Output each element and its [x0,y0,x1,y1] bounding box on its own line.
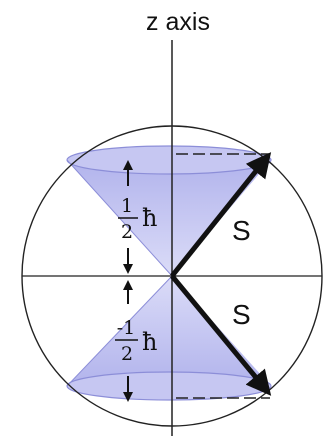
lower-fraction-numerator: -1 [117,317,136,339]
lower-fraction-denominator: 2 [121,343,133,365]
upper-vector-label: S [232,215,251,246]
z-axis-label: z axis [146,8,210,36]
upper-cone [67,146,271,276]
upper-fraction-denominator: 2 [121,221,133,243]
lower-vector-label: S [232,299,251,330]
upper-hbar-symbol: ħ [142,204,157,232]
lower-cone [67,276,271,400]
lower-hbar-symbol: ħ [142,328,157,356]
upper-fraction-numerator: 1 [121,195,133,217]
